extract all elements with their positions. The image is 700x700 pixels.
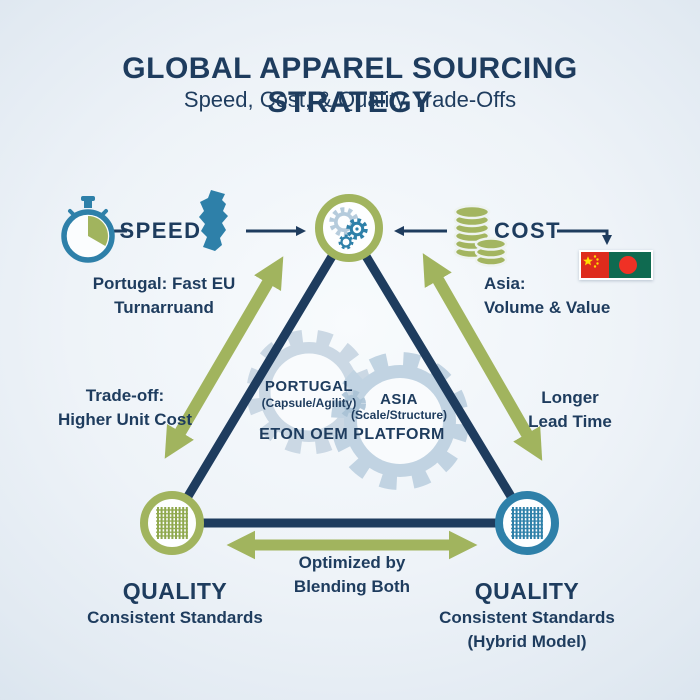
cost-to-flag-arrow (557, 229, 613, 246)
page-subtitle: Speed, Cost, & Quality Trade-Offs (183, 87, 517, 112)
platform-label: ETON OEM PLATFORM (259, 426, 445, 443)
quality-left-sub: Consistent Standards (87, 608, 263, 627)
quality-right-line1: Consistent Standards (439, 608, 615, 627)
top-vertex-circle (315, 194, 383, 262)
bottom-left-vertex-circle (140, 491, 204, 555)
gear-portugal-sub: (Capsule/Agility) (261, 396, 357, 410)
quality-right-line2: (Hybrid Model) (467, 632, 587, 651)
cost-label: COST (493, 218, 562, 243)
china-bangladesh-flags-icon (579, 250, 653, 280)
gear-asia-sub: (Scale/Structure) (350, 408, 448, 422)
left-tradeoff-line2: Higher Unit Cost (57, 410, 193, 429)
right-tradeoff-arrow (422, 253, 543, 461)
gears-icon (329, 207, 368, 250)
speed-note-line2: Turnarruand (114, 298, 214, 317)
speed-note: Portugal: Fast EU Turnarruand (54, 272, 274, 320)
bottom-tradeoff-label: Optimized by Blending Both (252, 551, 452, 599)
speed-note-line1: Portugal: Fast EU (92, 274, 236, 293)
bottom-right-vertex-circle (495, 491, 559, 555)
right-tradeoff-label: Longer Lead Time (495, 386, 645, 434)
quality-right-title: QUALITY (474, 578, 580, 604)
fabric-swatch-icon-blue (511, 507, 543, 539)
fabric-swatch-icon-green (156, 507, 188, 539)
bottom-tradeoff-line1: Optimized by (298, 553, 406, 572)
cost-note-line2: Volume & Value (484, 298, 611, 317)
right-tradeoff-line1: Longer (541, 388, 599, 407)
coin-stacks-icon (453, 204, 508, 267)
gear-asia-title: ASIA (380, 391, 418, 408)
left-tradeoff-label: Trade-off: Higher Unit Cost (20, 384, 230, 432)
bottom-tradeoff-line2: Blending Both (293, 577, 411, 596)
page-title: GLOBAL APPAREL SOURCING STRATEGY (122, 52, 578, 119)
gear-connector (338, 390, 366, 418)
stopwatch-icon (61, 196, 115, 263)
speed-label: SPEED (119, 218, 202, 243)
left-tradeoff-line1: Trade-off: (85, 386, 165, 405)
left-tradeoff-arrow (164, 256, 284, 459)
right-tradeoff-line2: Lead Time (528, 412, 612, 431)
cost-note: Asia: Volume & Value (484, 272, 674, 320)
gear-portugal-title: PORTUGAL (264, 378, 354, 395)
portugal-map-icon (199, 190, 228, 251)
quality-right-sub: Consistent Standards (Hybrid Model) (407, 606, 647, 654)
cost-note-line1: Asia: (484, 274, 526, 293)
quality-left-title: QUALITY (122, 578, 228, 604)
